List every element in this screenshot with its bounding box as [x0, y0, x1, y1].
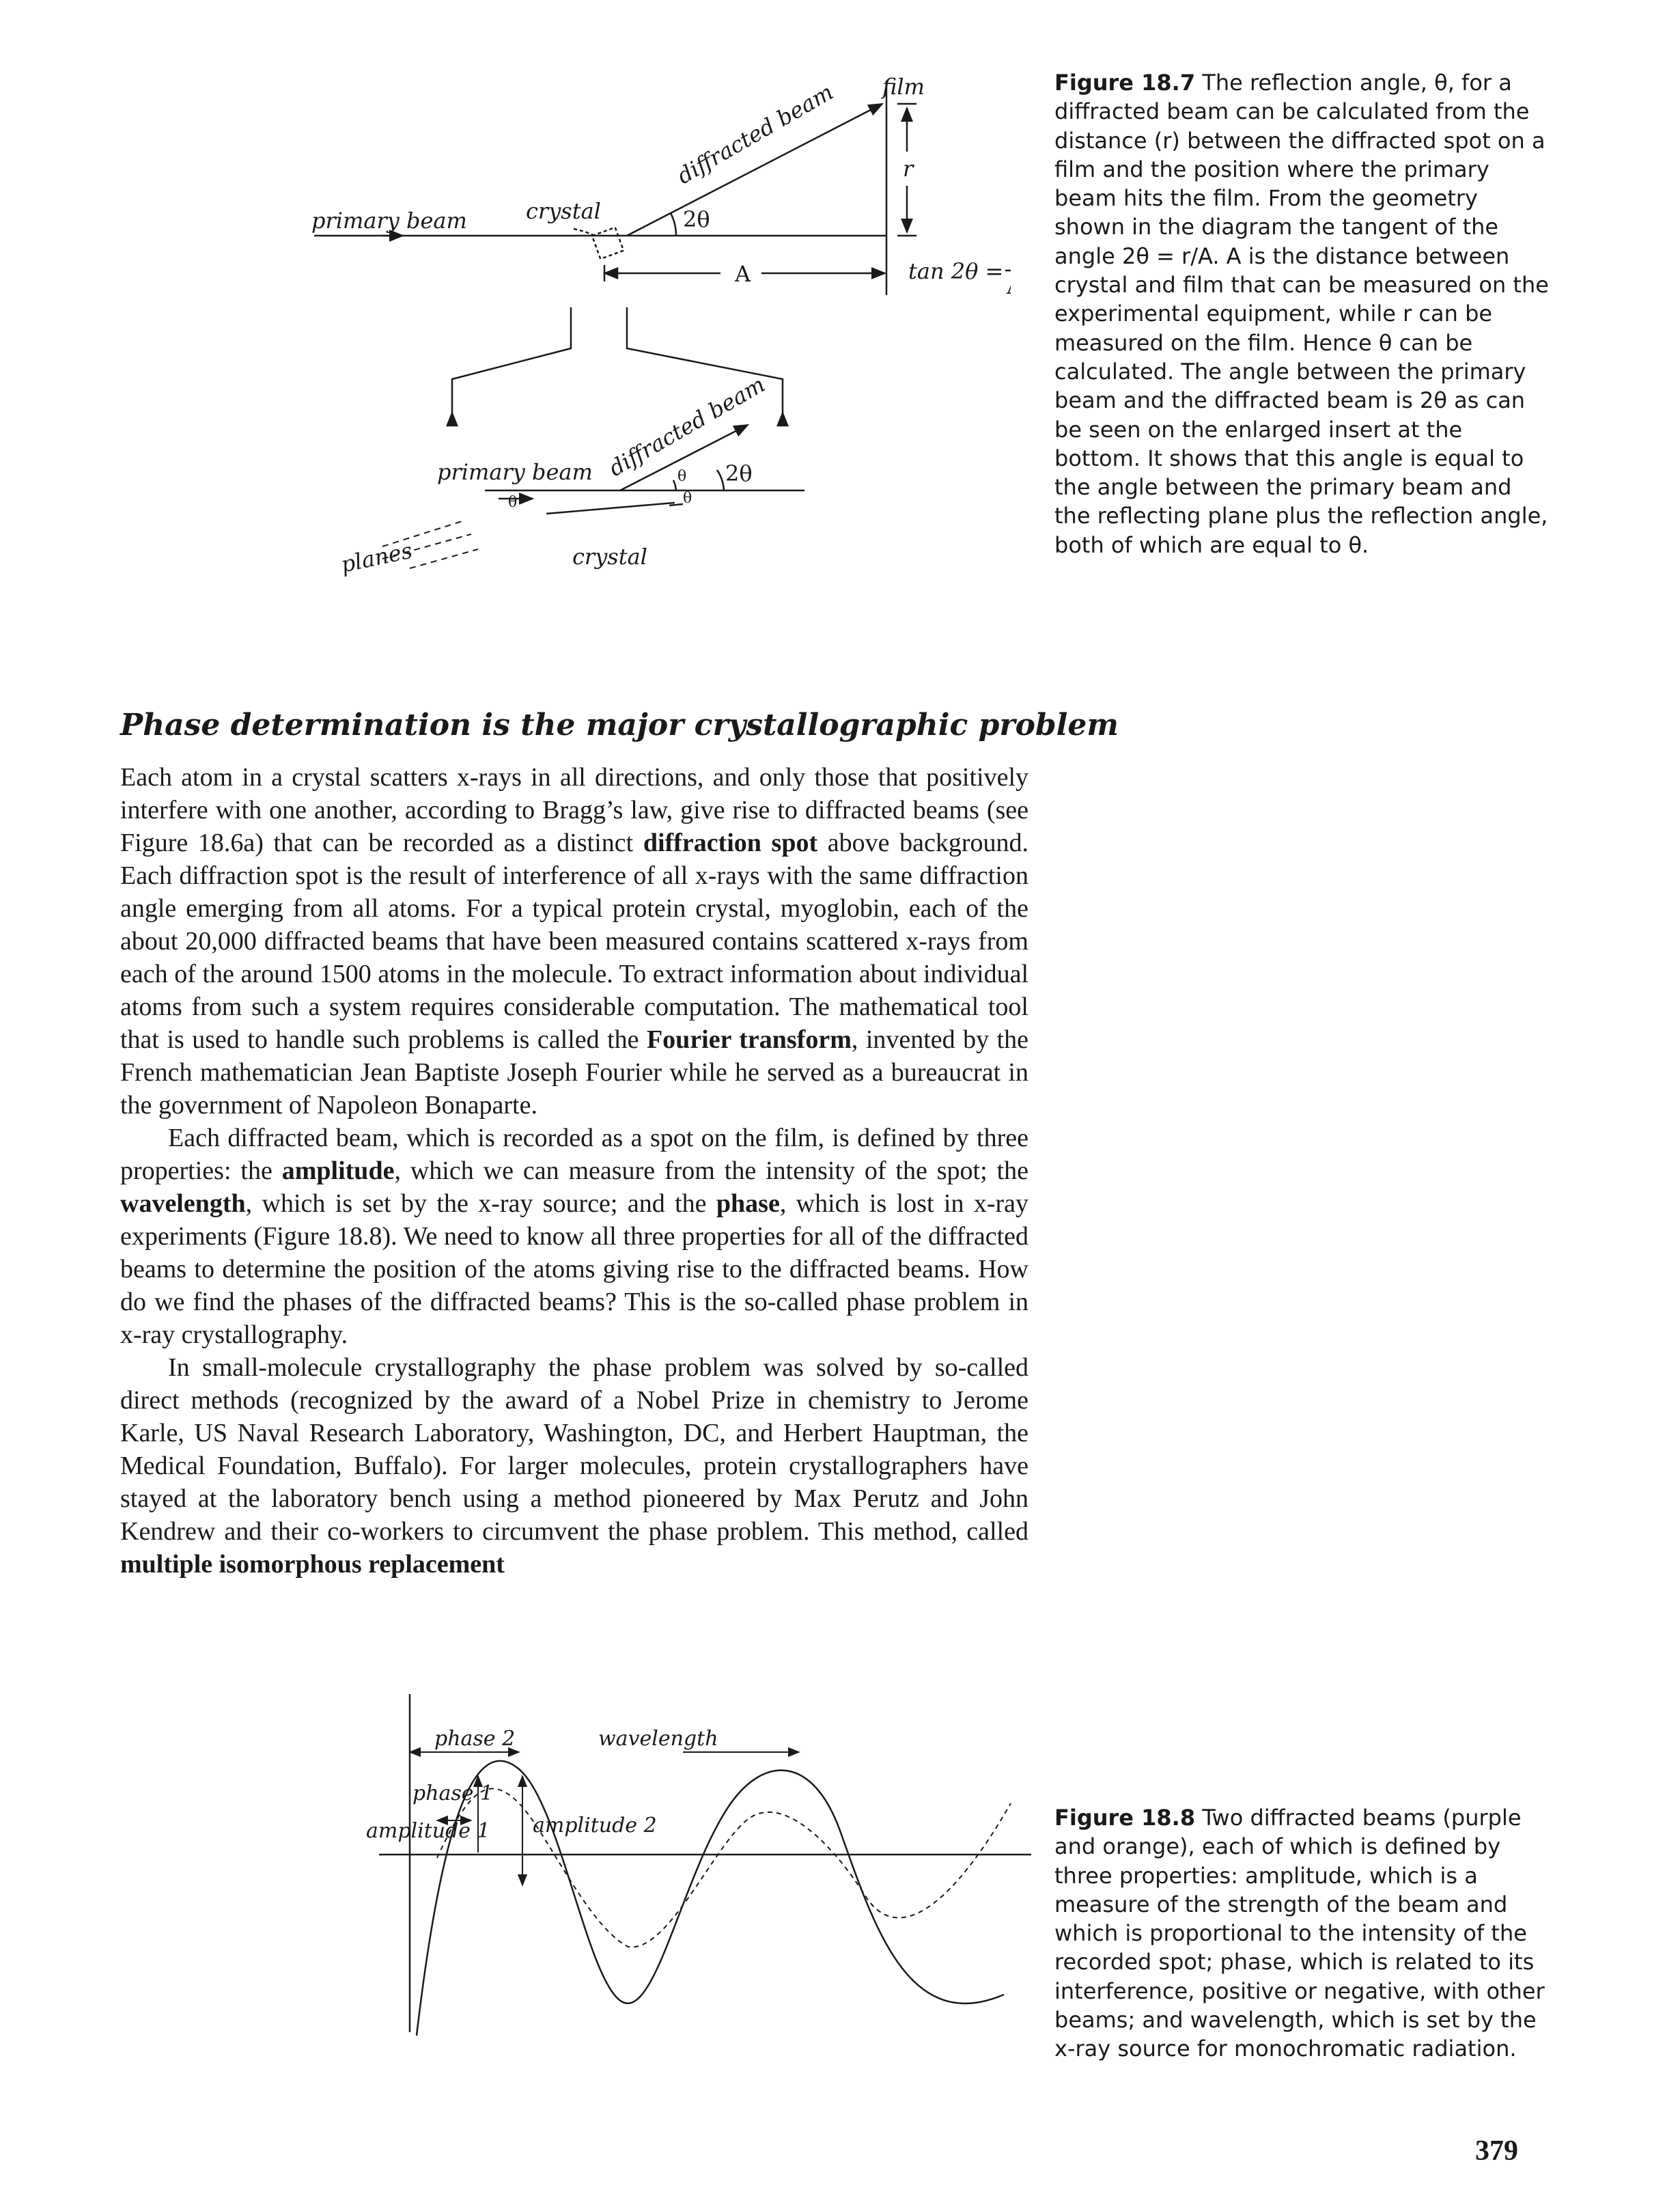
- diffracted-beam-label: diffracted beam: [673, 79, 838, 189]
- paragraph-1: Each atom in a crystal scatters x-rays i…: [120, 763, 1029, 1120]
- figure-18-7-caption: Figure 18.7 The reflection angle, θ, for…: [1054, 68, 1553, 559]
- paragraph-3: In small-molecule crystallography the ph…: [120, 1353, 1028, 1579]
- primary-beam-label: primary beam: [311, 208, 467, 234]
- figure-18-8-caption-label: Figure 18.8: [1054, 1805, 1196, 1831]
- insert-primary-beam-label: primary beam: [437, 459, 593, 485]
- phase-2-label: phase 2: [434, 1727, 515, 1751]
- crystal-box: [591, 226, 625, 260]
- body-text: Each atom in a crystal scatters x-rays i…: [120, 761, 1028, 1581]
- insert-two-theta-label: 2θ: [725, 460, 753, 486]
- figure-18-8-caption: Figure 18.8 Two diffracted beams (purple…: [1054, 1803, 1553, 2064]
- paragraph-2: Each diffracted beam, which is recorded …: [120, 1124, 1028, 1349]
- wave-1: [415, 1760, 1005, 2036]
- insert-crystal-label: crystal: [572, 544, 647, 570]
- two-theta-label: 2θ: [683, 206, 710, 232]
- reflecting-plane: [546, 501, 675, 515]
- figure-18-8-caption-text: Two diffracted beams (purple and orange)…: [1054, 1805, 1545, 2062]
- amplitude-1-label: amplitude 1: [366, 1819, 490, 1843]
- figure-18-7-diagram: film diffracted beam r primary beam crys…: [311, 74, 1011, 578]
- diffracted-beam-line: [626, 102, 884, 237]
- section-heading: Phase determination is the major crystal…: [120, 708, 1119, 743]
- page-number: 379: [1475, 2135, 1518, 2167]
- crystal-label: crystal: [526, 198, 601, 224]
- tan-equation: tan 2θ =: [908, 258, 1003, 284]
- film-label: film: [881, 74, 925, 100]
- phase-1-label: phase 1: [412, 1781, 493, 1805]
- theta-label-2: θ: [683, 490, 692, 507]
- amplitude-2-label: amplitude 2: [533, 1814, 657, 1837]
- figure-18-8-diagram: phase 2 wavelength phase 1 amplitude 1 a…: [366, 1694, 1031, 2036]
- wavelength-label: wavelength: [598, 1727, 718, 1751]
- theta-label-3: θ: [508, 494, 517, 511]
- tan-numerator: r: [1009, 245, 1011, 270]
- wave-2: [436, 1788, 1011, 1948]
- r-label: r: [903, 156, 914, 182]
- planes-label: planes: [339, 538, 415, 578]
- distance-a-label: A: [734, 261, 751, 287]
- figure-18-7-caption-text: The reflection angle, θ, for a diffracte…: [1054, 70, 1549, 558]
- figure-18-7-caption-label: Figure 18.7: [1054, 70, 1196, 96]
- theta-label-1: θ: [677, 468, 686, 485]
- tan-denominator: A: [1006, 273, 1011, 299]
